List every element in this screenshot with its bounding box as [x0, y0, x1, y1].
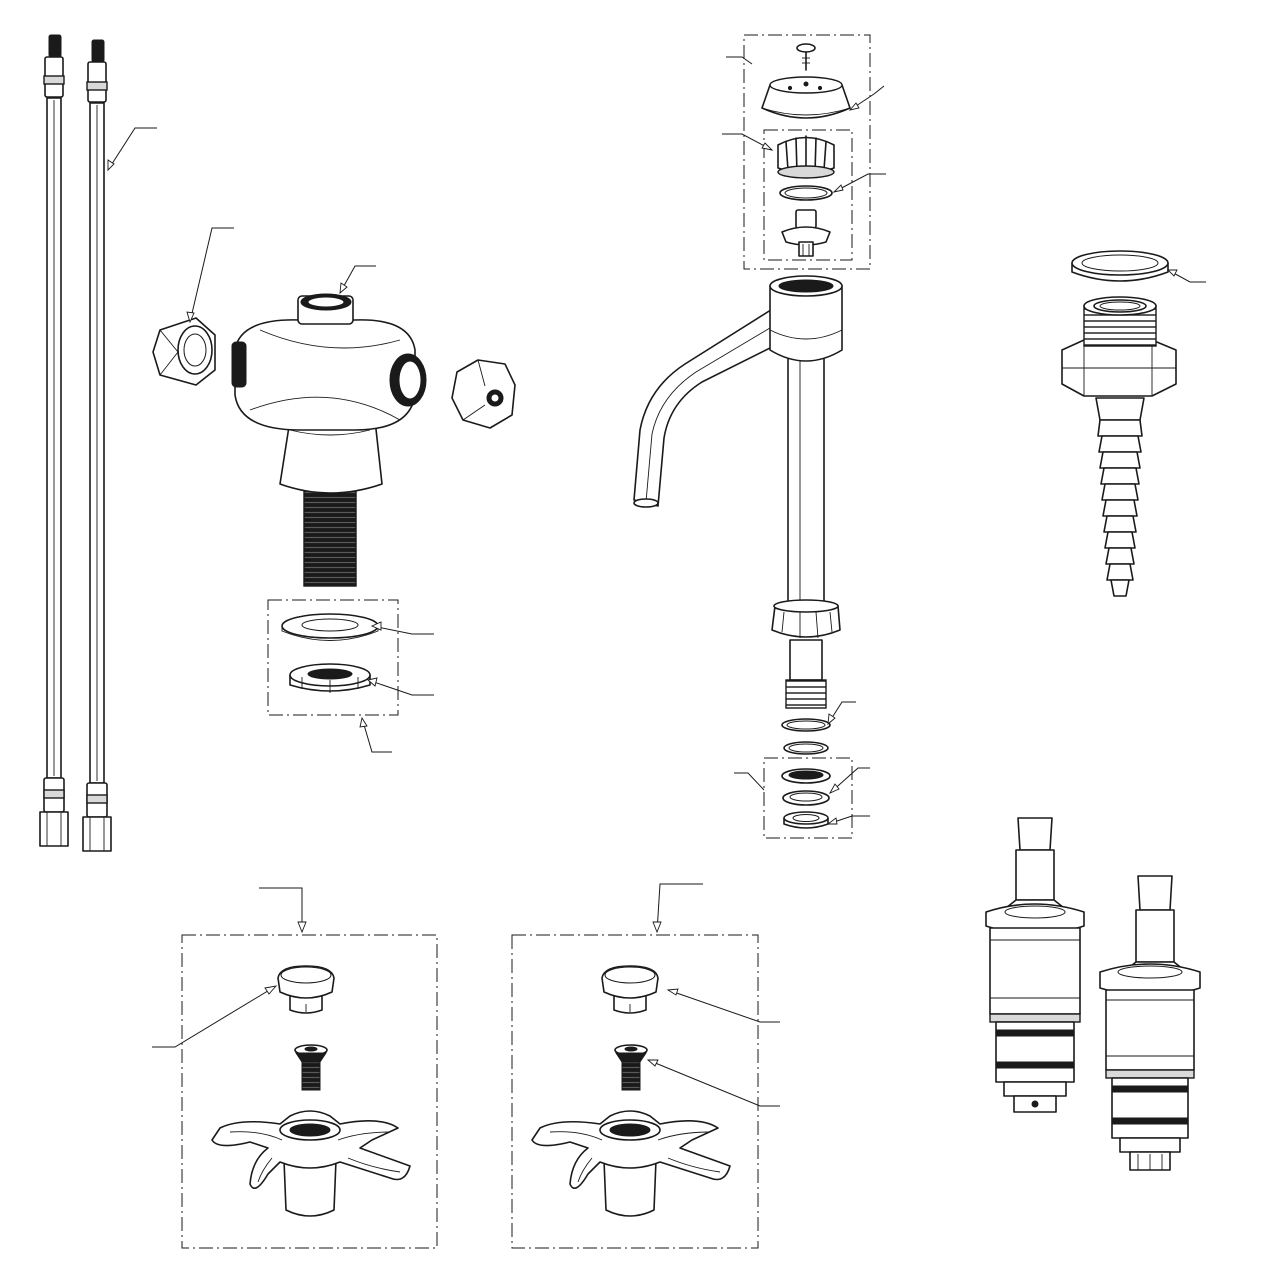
leader-nut	[186, 227, 234, 324]
spout-seal-kit-box	[763, 757, 853, 839]
male-thread-fitting	[1083, 296, 1157, 347]
leader-hose	[107, 127, 157, 172]
lock-nut	[289, 663, 371, 693]
spout-cartridge-head	[777, 135, 835, 179]
index-button-right	[601, 965, 659, 1014]
leader-handle-kit-left	[259, 887, 307, 934]
handle-kit-right-box	[511, 934, 759, 1249]
leader-o-ring	[832, 173, 886, 193]
spout-seal-3	[783, 811, 829, 829]
valve-cartridge-right	[1099, 875, 1201, 1171]
leader-washer	[370, 621, 434, 635]
serrated-hose-end	[1095, 397, 1145, 597]
handle-kit-left	[152, 887, 438, 1249]
index-cap	[761, 76, 851, 119]
coupling-nut-right	[451, 359, 516, 429]
hex-nut-fitting	[1061, 339, 1177, 397]
valve-cartridge-left	[985, 817, 1085, 1113]
valve-body	[231, 293, 427, 587]
spout-o-ring-2	[783, 741, 829, 755]
leader-handle-screw-right	[646, 1059, 780, 1107]
handle-screw-left	[294, 1044, 328, 1091]
coupling-nut-left	[152, 317, 216, 386]
handle-kit-left-box	[181, 934, 438, 1249]
four-arm-handle-right	[531, 1110, 731, 1217]
leader-seal-kit	[734, 772, 765, 791]
spout	[633, 275, 843, 709]
mounting-washer	[281, 613, 379, 641]
spout-o-ring	[779, 185, 833, 201]
cap-screw	[796, 43, 816, 71]
leader-index-cap	[848, 85, 885, 111]
leader-lock-nut	[367, 677, 434, 696]
index-button-left	[277, 965, 335, 1014]
handle-kit-right	[511, 883, 780, 1249]
leader-hose-washer	[1166, 269, 1206, 283]
leader-handle-kit-right	[652, 883, 703, 934]
leader-index-button-left	[152, 985, 278, 1048]
leader-index-button-right	[666, 988, 780, 1023]
spout-top-kit-box	[743, 34, 871, 270]
mounting-kit-box	[267, 599, 399, 716]
spout-seal-2	[782, 790, 830, 806]
leader-seal-1	[828, 767, 870, 794]
spout-seal-1	[781, 768, 831, 784]
four-arm-handle-left	[211, 1110, 411, 1217]
hose-washer	[1071, 250, 1169, 282]
supply-hose-left	[39, 34, 69, 847]
spout-stem	[781, 209, 831, 257]
leader-cartridge	[722, 133, 774, 151]
leader-seal-3	[826, 815, 870, 825]
spout-cartridge-box	[763, 129, 853, 261]
spout-o-ring-1	[781, 718, 831, 732]
leader-valve-top	[339, 265, 376, 295]
leader-spout-o-ring	[827, 701, 856, 726]
supply-hose-right	[82, 39, 112, 852]
leader-mounting-kit	[359, 716, 392, 753]
leader-spout-kit-left	[726, 56, 753, 65]
handle-screw-right	[614, 1044, 648, 1091]
